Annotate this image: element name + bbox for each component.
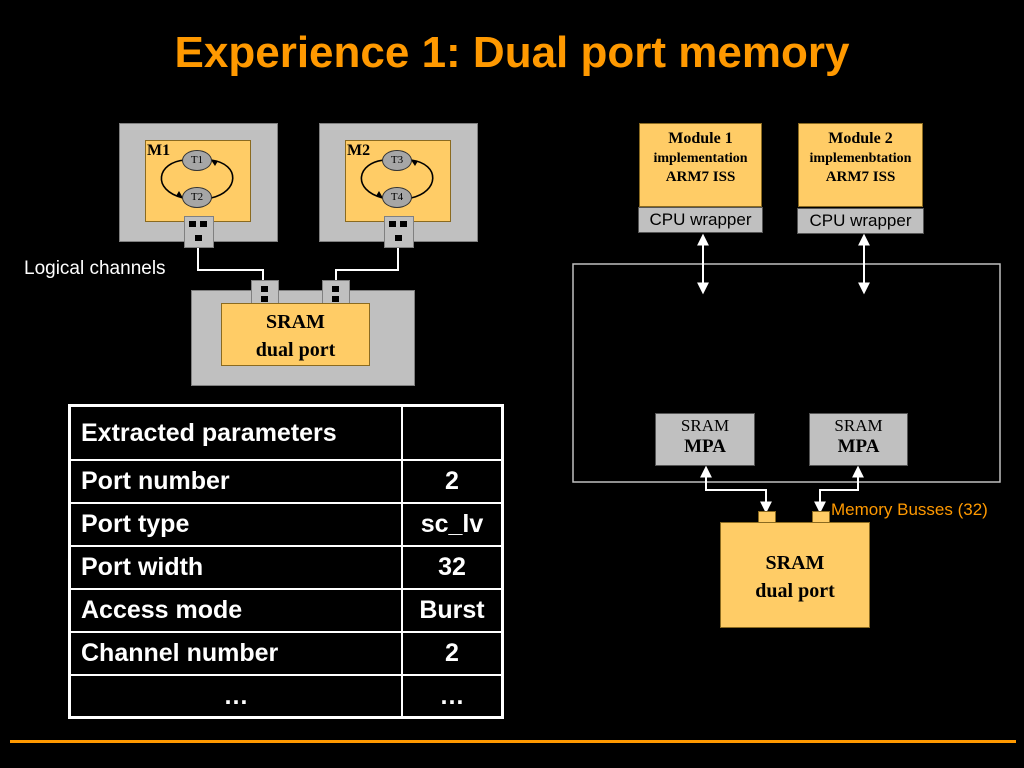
- sram-mpa-2: SRAM MPA: [809, 413, 908, 466]
- m1-loop-arrows: [160, 159, 234, 199]
- table-row: Port width 32: [68, 545, 504, 590]
- table-cell-value: …: [401, 674, 504, 719]
- module1-box: Module 1 implementation ARM7 ISS: [639, 123, 762, 207]
- table-row: Channel number 2: [68, 631, 504, 676]
- table-cell-value: 32: [401, 545, 504, 590]
- logical-channels-label: Logical channels: [24, 258, 166, 279]
- sram-right-body: SRAM dual port: [720, 522, 870, 628]
- table-row: … …: [68, 674, 504, 719]
- m1-label: M1: [147, 142, 171, 159]
- memory-busses-label: Memory Busses (32): [831, 500, 988, 519]
- module2-title: Module 2: [828, 130, 893, 147]
- sram-mpa-1: SRAM MPA: [655, 413, 755, 466]
- table-row: Port number 2: [68, 459, 504, 504]
- bus-frame: [572, 263, 1001, 483]
- mpa1-line2: MPA: [684, 436, 726, 457]
- table-cell-param: Channel number: [68, 631, 403, 676]
- arrow-mpa2-sram: [814, 465, 864, 514]
- sram-right-line1: SRAM: [765, 552, 825, 574]
- sram-left-line1: SRAM: [266, 311, 325, 333]
- task-t1: T1: [182, 150, 212, 171]
- m2-port: [384, 216, 414, 248]
- m2-loop-arrows: [360, 159, 434, 199]
- table-header-row: Extracted parameters: [68, 404, 504, 461]
- module2-cpu-wrapper: CPU wrapper: [797, 208, 924, 234]
- table-cell-param: Port type: [68, 502, 403, 547]
- footer-rule: [10, 740, 1016, 743]
- m2-label: M2: [347, 142, 371, 159]
- module2-box: Module 2 implemenbtation ARM7 ISS: [798, 123, 923, 207]
- module1-iss: ARM7 ISS: [665, 169, 736, 185]
- sram-left-line2: dual port: [255, 339, 336, 361]
- module2-impl: implemenbtation: [809, 151, 912, 166]
- table-cell-value: 2: [401, 631, 504, 676]
- arrow-mpa1-sram: [700, 465, 772, 514]
- module1-title: Module 1: [668, 130, 733, 147]
- table-cell-value: Burst: [401, 588, 504, 633]
- slide-title: Experience 1: Dual port memory: [174, 28, 850, 77]
- sram-left-body: SRAM dual port: [221, 303, 370, 366]
- module1-cpu-wrapper: CPU wrapper: [638, 207, 763, 233]
- mpa2-line1: SRAM: [834, 416, 883, 435]
- table-cell-param: Port width: [68, 545, 403, 590]
- task-t3: T3: [382, 150, 412, 171]
- module1-impl: implementation: [653, 151, 748, 166]
- table-header-cell: [401, 404, 504, 461]
- sram-right-line2: dual port: [755, 580, 835, 602]
- mpa1-line1: SRAM: [680, 416, 730, 435]
- m1-port: [184, 216, 214, 248]
- table-cell-param: Port number: [68, 459, 403, 504]
- mpa2-line2: MPA: [837, 436, 880, 457]
- module2-iss: ARM7 ISS: [825, 169, 896, 185]
- task-t4: T4: [382, 187, 412, 208]
- table-cell-value: 2: [401, 459, 504, 504]
- extracted-parameters-table: Extracted parameters Port number 2 Port …: [68, 404, 504, 719]
- table-cell-value: sc_lv: [401, 502, 504, 547]
- table-row: Port type sc_lv: [68, 502, 504, 547]
- task-t2: T2: [182, 187, 212, 208]
- table-header-cell: Extracted parameters: [68, 404, 403, 461]
- table-cell-param: Access mode: [68, 588, 403, 633]
- table-row: Access mode Burst: [68, 588, 504, 633]
- table-cell-param: …: [68, 674, 403, 719]
